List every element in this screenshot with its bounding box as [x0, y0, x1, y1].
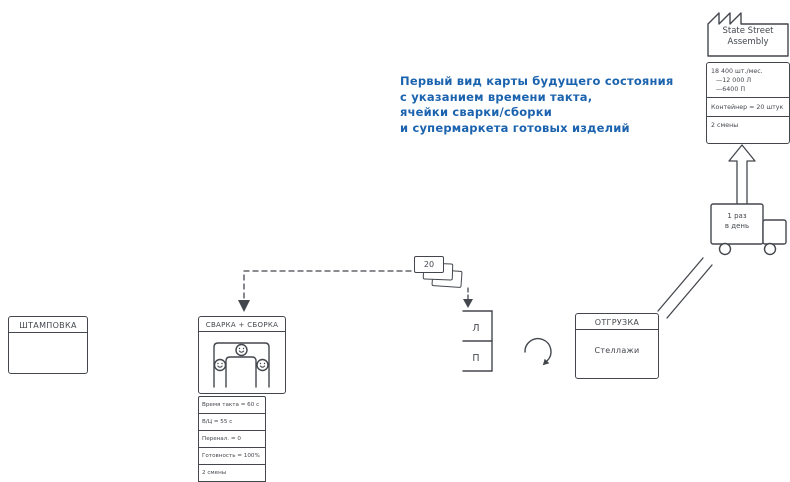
data-row-cycle: В/Ц = 55 с [199, 414, 265, 431]
kanban-card: 20 [414, 256, 444, 273]
truck-frequency-line: 1 раз [727, 212, 747, 220]
supermarket-kanban-dashed-line [463, 287, 473, 308]
supermarket-icon: Л П [462, 310, 493, 372]
data-row-shifts: 2 смены [199, 465, 265, 482]
truck-frequency-label: 1 раз в день [711, 212, 763, 231]
customer-name-line: State Street [722, 26, 774, 36]
weld-assembly-title: СВАРКА + СБОРКА [199, 317, 285, 332]
kanban-dashed-arrow [238, 270, 421, 312]
customer-data-box: 18 400 шт./мес. —12 000 Л —6400 П Контей… [706, 62, 790, 144]
annotation-line: ячейки сварки/сборки [400, 105, 552, 119]
demand-total: 18 400 шт./мес. [711, 68, 763, 75]
work-cell-icon [213, 342, 270, 388]
shipping-process-box: ОТГРУЗКА Стеллажи [575, 313, 659, 379]
supermarket-cell-label: П [472, 353, 479, 364]
customer-name-line: Assembly [727, 37, 769, 47]
shipping-rack-label: Стеллажи [594, 346, 640, 355]
annotation-line: Первый вид карты будущего состояния [400, 74, 674, 88]
container-size: Контейнер = 20 штук [707, 98, 789, 117]
customer-shifts: 2 смены [711, 122, 739, 129]
kanban-count: 20 [423, 260, 435, 269]
annotation-line: и супермаркета готовых изделий [400, 120, 630, 135]
data-row-uptime: Готовность = 100% [199, 448, 265, 465]
factory-roof-icon [707, 12, 789, 57]
shipment-arrow [728, 144, 756, 205]
truck-icon [710, 203, 787, 256]
operator-icon [256, 358, 269, 372]
annotation-line: с указанием времени такта, [400, 89, 593, 104]
annotation-text: Первый вид карты будущего состояния с ук… [400, 74, 674, 136]
customer-demand-section: 18 400 шт./мес. —12 000 Л —6400 П [707, 63, 789, 98]
truck-frequency-line: в день [724, 221, 750, 230]
weld-assembly-process-box: СВАРКА + СБОРКА [198, 316, 286, 394]
weld-data-box: Время такта = 60 с В/Ц = 55 с Перенал. =… [198, 396, 266, 482]
supermarket-cell-label: Л [472, 323, 479, 334]
kanban-card-stack: 20 [414, 256, 480, 292]
demand-left: —12 000 Л [716, 77, 752, 84]
delivery-truck: 1 раз в день [710, 203, 788, 259]
operator-icon [235, 343, 248, 357]
data-row-takt: Время такта = 60 с [199, 397, 265, 414]
withdrawal-loop-icon [524, 337, 552, 366]
operator-icon [213, 358, 227, 372]
data-row-changeover: Перенал. = 0 [199, 431, 265, 448]
stamping-process-box: ШТАМПОВКА [8, 316, 88, 374]
customer-factory: State Street Assembly [706, 8, 790, 58]
stamping-title: ШТАМПОВКА [9, 317, 87, 333]
daily-shipment-connector [657, 257, 713, 319]
demand-right: —6400 П [716, 86, 746, 93]
shipping-title: ОТГРУЗКА [576, 314, 658, 330]
customer-name: State Street Assembly [706, 26, 790, 48]
